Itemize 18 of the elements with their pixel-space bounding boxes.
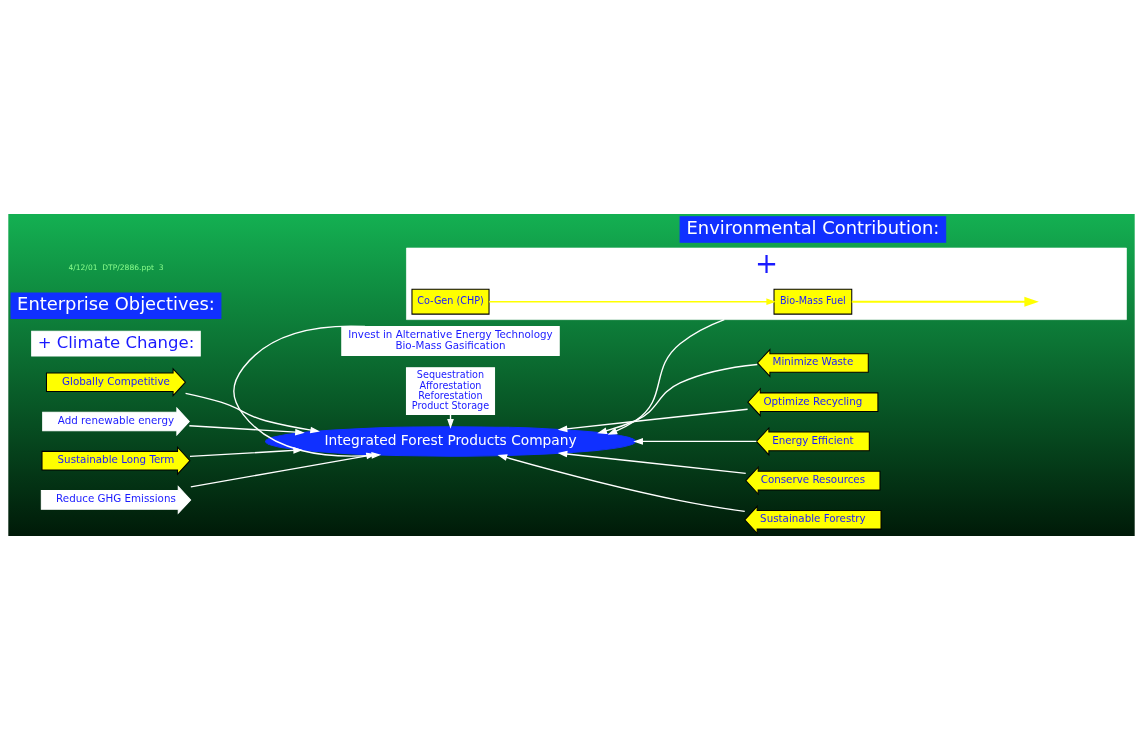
node-box: Co-Gen (CHP) (411, 288, 490, 315)
arrow (597, 363, 758, 435)
arrow (557, 408, 749, 433)
arrow (190, 452, 376, 488)
arrow (497, 454, 746, 513)
node-box: Sequestration Afforestation Reforestation Product Storage (405, 367, 496, 416)
arrow (189, 447, 303, 458)
node-box: Bio-Mass Fuel (773, 288, 853, 315)
node-box: Enterprise Objectives: (10, 292, 222, 320)
arrow (184, 392, 320, 434)
arrow (607, 318, 725, 435)
node-box: Environmental Contribution: (679, 216, 947, 243)
arrow (188, 425, 305, 436)
arrow (633, 438, 758, 445)
arrow (488, 298, 777, 306)
arrow (557, 450, 747, 475)
node-box: Invest in Alternative Energy Technology Bio-Mass Gasification (341, 325, 560, 356)
node-box: + Climate Change: (31, 330, 201, 357)
